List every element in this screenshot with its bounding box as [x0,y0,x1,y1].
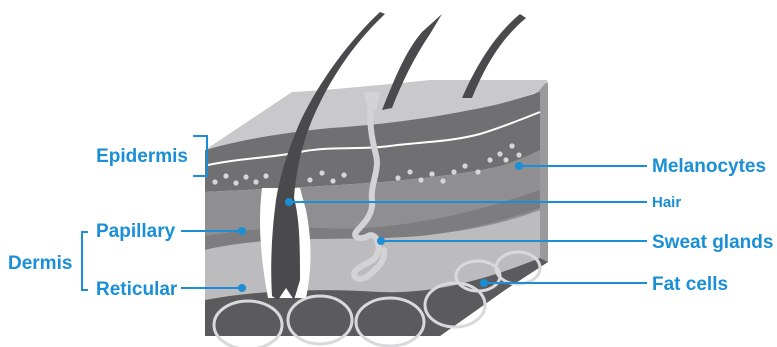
label-papillary: Papillary [96,221,176,242]
melanocytes-dot [515,162,523,170]
papillary-dot [238,227,246,235]
label-hair: Hair [652,194,681,211]
label-epidermis: Epidermis [96,146,188,167]
hair-dot [285,198,293,206]
reticular-dot [238,284,246,292]
fat-cells-dot [480,279,488,287]
label-fat-cells: Fat cells [652,274,728,295]
skin-illustration [205,12,548,347]
label-dermis: Dermis [8,253,72,274]
label-melanocytes: Melanocytes [652,156,766,177]
dermis-bracket [82,232,88,290]
epidermis-bracket [193,136,207,176]
label-reticular: Reticular [96,279,178,300]
sweat-glands-dot [377,237,385,245]
label-sweat-glands: Sweat glands [652,232,773,253]
